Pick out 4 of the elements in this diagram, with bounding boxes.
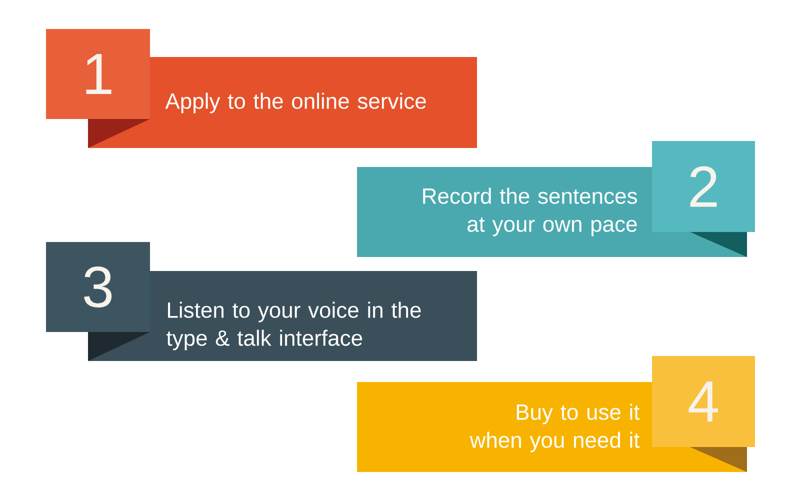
number-tile: 3 bbox=[46, 242, 150, 332]
number-tile: 2 bbox=[652, 141, 755, 232]
number-tile: 1 bbox=[46, 29, 150, 119]
number-tile: 4 bbox=[652, 356, 755, 447]
